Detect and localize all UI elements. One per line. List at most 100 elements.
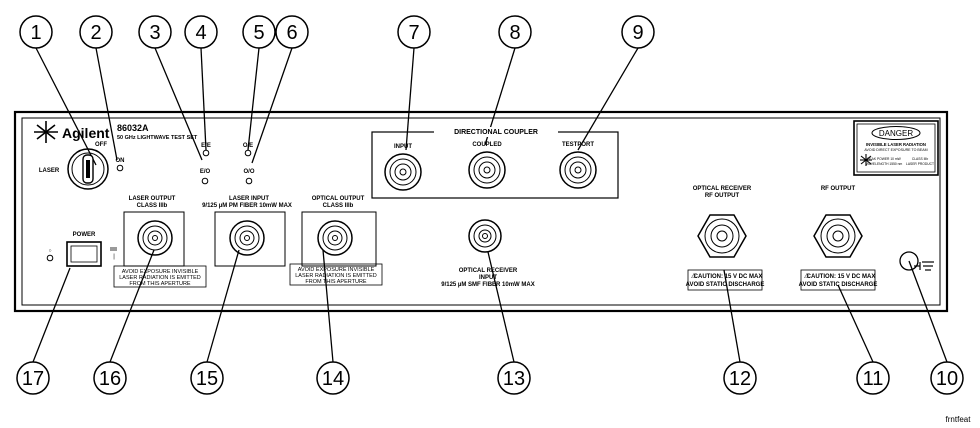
led-eo [201,177,209,185]
optical-output-class: CLASS IIIb [323,203,354,209]
model-number: 86032A [117,123,149,133]
power-off-led [46,254,54,262]
callout-2: 2 [79,15,113,49]
key-on-label: ON [116,158,125,164]
callout-8-number: 8 [509,22,520,44]
coupler-testport-label: TESTPORT [562,142,594,148]
figure-tag: frntfeat [946,415,972,424]
callout-7: 7 [397,15,431,49]
coupler-testport-connector[interactable] [559,151,597,189]
laser-input-connector[interactable] [229,220,265,256]
power-off-mark: ○ [48,248,51,254]
led-eo-label: E/O [200,169,211,175]
danger-line-2: AVOID DIRECT EXPOSURE TO BEAM [864,148,927,152]
callout-15: 15 [190,361,224,395]
coupler-coupled-connector[interactable] [468,151,506,189]
power-on-mark: | [113,254,115,260]
led-ee-label: E/E [201,143,211,149]
caution-2-line-2: AVOID STATIC DISCHARGE [799,282,878,288]
laser-output-frame [123,211,185,267]
callout-4: 4 [184,15,218,49]
rf-output-title: RF OUTPUT [821,186,856,192]
callout-12-number: 12 [729,368,751,390]
callout-14-number: 14 [322,368,344,390]
callout-5-number: 5 [253,22,264,44]
callout-13-number: 13 [503,368,525,390]
caution-1-line-1: CAUTION: 15 V DC MAX [694,274,763,280]
callout-9-number: 9 [632,22,643,44]
caution-label-2: ⚠ CAUTION: 15 V DC MAX AVOID STATIC DISC… [799,269,878,291]
callout-16-number: 16 [99,368,121,390]
laser-input-frame [214,211,286,267]
receiver-rf-output-connector[interactable] [697,214,747,258]
key-laser-label: LASER [39,168,60,174]
receiver-input-line-1: OPTICAL RECEIVER [459,268,518,274]
power-button[interactable] [66,241,102,267]
danger-line-3: PEAK POWER 10 mW [867,157,901,161]
callout-4-number: 4 [195,22,206,44]
caution-2-line-1: CAUTION: 15 V DC MAX [807,274,876,280]
caution-icon: ⚠ [691,272,697,280]
laser-key-switch[interactable] [67,148,109,190]
laser-on-led [116,164,124,172]
callout-6: 6 [275,15,309,49]
callout-1: 1 [19,15,53,49]
danger-line-4: CLASS IIIb [912,157,928,161]
callout-5: 5 [242,15,276,49]
front-panel [13,110,949,313]
ground-terminal[interactable] [899,251,934,271]
warning-1-line-3: FROM THIS APERTURE [129,281,191,287]
leader-lines [32,47,948,363]
danger-line-5: WAVELENGTH 1550 nm [866,162,903,166]
key-off-label: OFF [95,142,107,148]
callout-8: 8 [498,15,532,49]
ground-icon [914,261,934,271]
optical-receiver-input-connector[interactable] [468,219,502,253]
receiver-input-line-2: INPUT [479,275,497,281]
warning-2-line-1: AVOID EXPOSURE INVISIBLE [298,267,375,273]
led-ee [202,149,210,157]
spark-icon [34,121,58,143]
callout-13: 13 [497,361,531,395]
laser-input-spec: 9/125 µM PM FIBER 10mW MAX [202,203,292,209]
optical-output-title: OPTICAL OUTPUT [312,196,365,202]
callout-12: 12 [723,361,757,395]
caution-label-1: ⚠ CAUTION: 15 V DC MAX AVOID STATIC DISC… [686,269,764,291]
callout-3: 3 [138,15,172,49]
led-oo-label: O/O [243,169,254,175]
model-subtitle: 50 GHz LIGHTWAVE TEST SET [117,135,198,141]
warning-2-line-2: LASER RADIATION IS EMITTED [295,273,377,279]
callout-1-number: 1 [30,22,41,44]
power-on-indicator-icon [110,247,117,251]
led-oo [245,177,253,185]
caution-icon: ⚠ [804,272,810,280]
optical-output-connector[interactable] [317,220,353,256]
coupler-title: DIRECTIONAL COUPLER [454,129,538,136]
directional-coupler-group: DIRECTIONAL COUPLER INPUT COUPLED TESTPO… [371,127,619,199]
danger-title: DANGER [879,129,913,138]
optical-output-warning: AVOID EXPOSURE INVISIBLE LASER RADIATION… [289,263,383,286]
receiver-rf-line-1: OPTICAL RECEIVER [693,186,752,192]
callout-14: 14 [316,361,350,395]
laser-output-class: CLASS IIIb [137,203,168,209]
callout-3-number: 3 [149,22,160,44]
warning-2-line-3: FROM THIS APERTURE [305,279,367,285]
coupler-input-label: INPUT [394,144,412,150]
coupler-coupled-label: COUPLED [472,142,502,148]
laser-input-title: LASER INPUT [229,196,269,202]
led-oe [244,149,252,157]
callout-11-number: 11 [863,368,884,390]
callout-15-number: 15 [196,368,218,390]
callout-2-number: 2 [90,22,101,44]
warning-1-line-1: AVOID EXPOSURE INVISIBLE [122,269,199,275]
callout-11: 11 [856,361,890,395]
callout-16: 16 [93,361,127,395]
coupler-input-connector[interactable] [384,153,422,191]
laser-output-title: LASER OUTPUT [129,196,176,202]
rf-output-connector[interactable] [813,214,863,258]
danger-line-6: LASER PRODUCT [906,162,934,166]
laser-output-connector[interactable] [137,220,173,256]
power-label: POWER [73,232,96,238]
callout-7-number: 7 [408,22,419,44]
